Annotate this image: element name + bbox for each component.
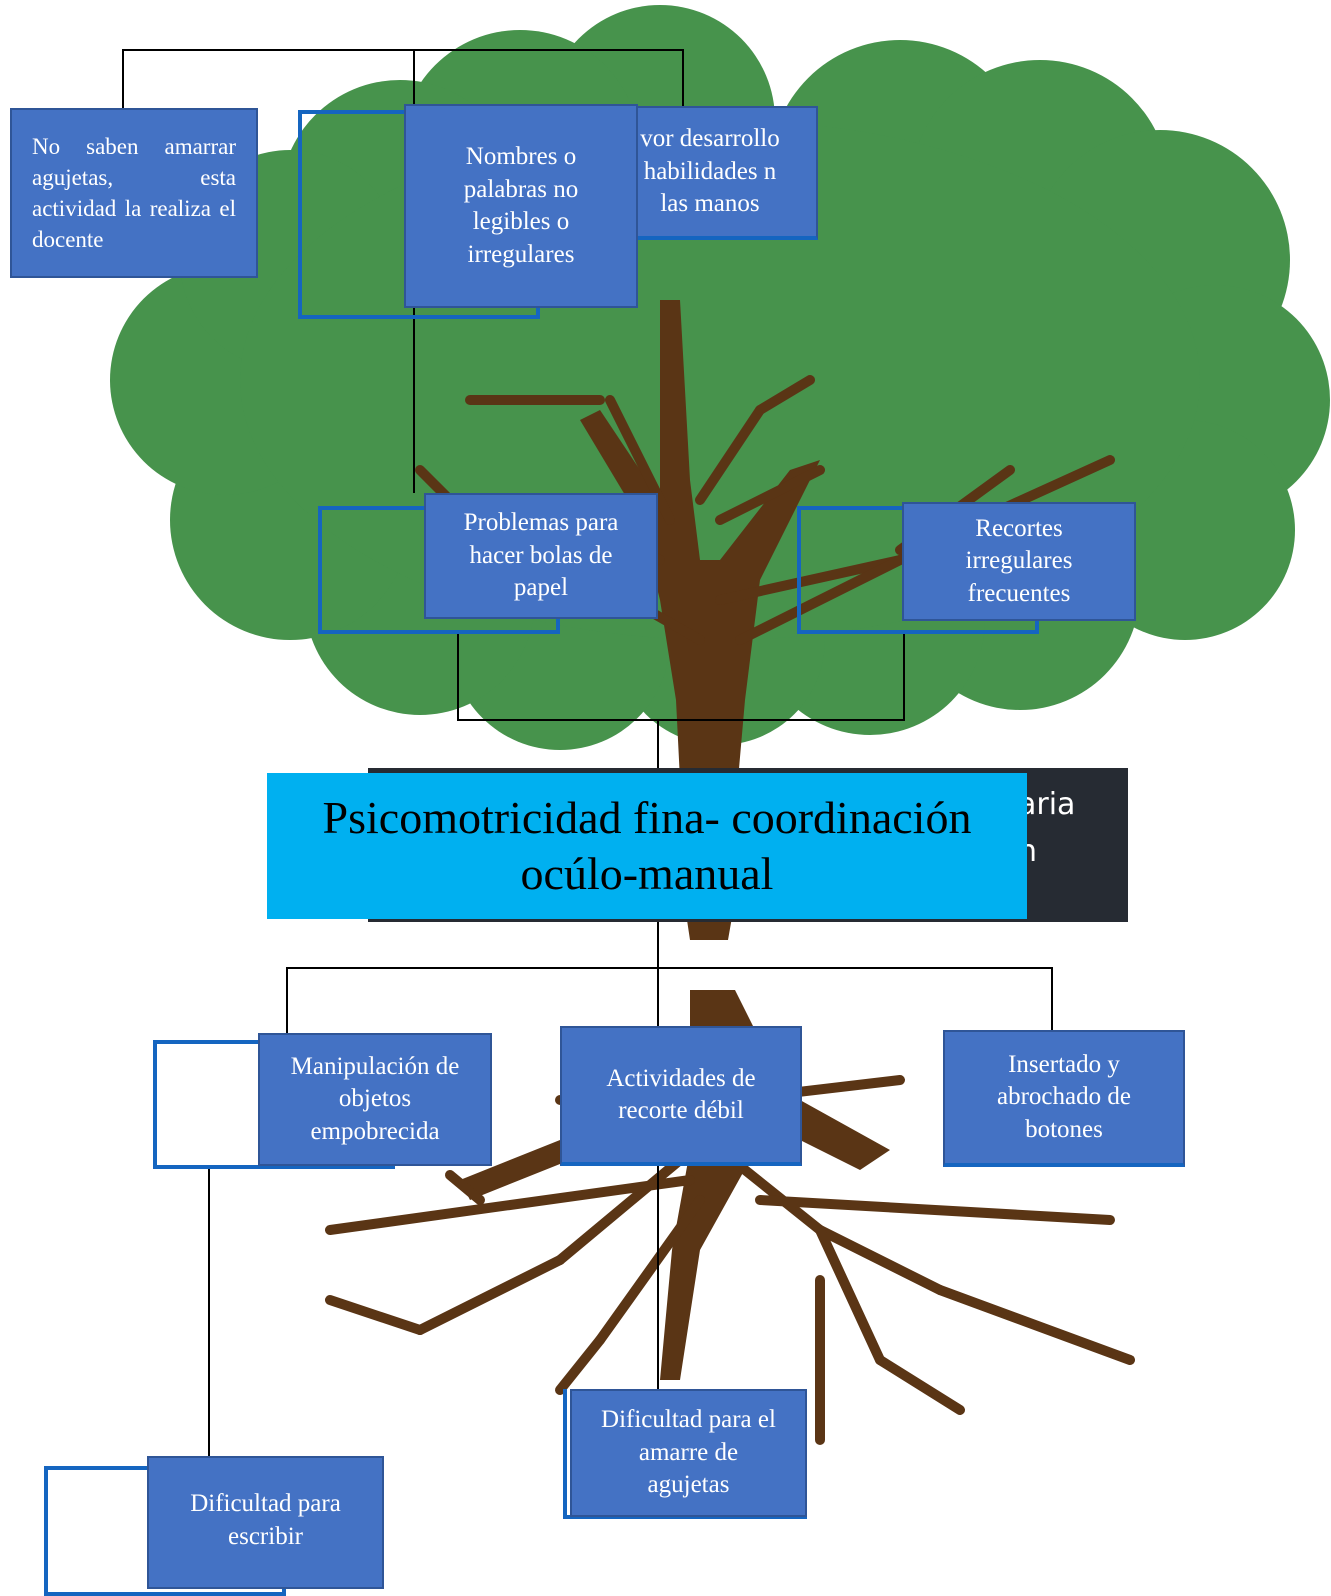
effect-box-problemas-bolas-papel: Problemas para hacer bolas de papel [424, 493, 658, 619]
effect-box-recortes-irregulares: Recortes irregulares frecuentes [902, 502, 1136, 621]
branch-line [815, 1225, 885, 1365]
effect-text: Recortes irregulares frecuentes [965, 514, 1073, 607]
effect-text: Nombres o palabras no legibles o irregul… [463, 143, 579, 268]
cause-text: Dificultad para escribir [190, 1490, 341, 1550]
branch-line [555, 1335, 605, 1395]
box-shadow-edge [563, 1515, 807, 1519]
cause-text: Dificultad para el amarre de agujetas [601, 1406, 776, 1499]
cause-text: Actividades de recorte débil [606, 1064, 756, 1125]
branch-line [695, 405, 765, 505]
branch-line [325, 1295, 425, 1335]
effect-text: No saben amarrar agujetas, esta activida… [32, 133, 236, 253]
branch-line [875, 1355, 965, 1415]
central-problem-text: Psicomotricidad fina- coordinación ocúlo… [322, 791, 972, 899]
branch-line [605, 395, 675, 525]
branch-line [555, 1155, 685, 1265]
branch-line [595, 1195, 705, 1345]
cause-text: Manipulación de objetos empobrecida [290, 1052, 460, 1145]
connector-lines [122, 49, 1053, 1456]
cause-box-insertado-botones: Insertado y abrochado de botones [943, 1030, 1185, 1167]
branch-line [755, 375, 815, 415]
branch-line [415, 1255, 565, 1335]
effect-box-nombres-no-legibles: Nombres o palabras no legibles o irregul… [404, 104, 638, 308]
branch-line [445, 1170, 485, 1205]
cause-box-manipulacion-objetos: Manipulación de objetos empobrecida [258, 1033, 492, 1166]
cause-box-amarre-agujetas: Dificultad para el amarre de agujetas [570, 1389, 807, 1517]
branch-line [715, 465, 825, 525]
central-problem-box: Psicomotricidad fina- coordinación ocúlo… [267, 773, 1027, 919]
effect-text: vor desarrollo habilidades n las manos [640, 125, 780, 218]
branch-line [995, 455, 1115, 515]
branch-line [935, 1285, 1135, 1365]
effect-box-no-saben-amarrar: No saben amarrar agujetas, esta activida… [10, 108, 258, 278]
cause-box-dificultad-escribir: Dificultad para escribir [147, 1456, 384, 1589]
cause-box-actividades-recorte: Actividades de recorte débil [560, 1026, 802, 1166]
branch-line [325, 1175, 695, 1235]
box-shadow-edge [563, 1389, 567, 1519]
branch-line [715, 555, 905, 605]
branch-line [755, 1195, 1115, 1225]
branch-line [815, 1225, 945, 1295]
effect-text: Problemas para hacer bolas de papel [463, 509, 619, 602]
cause-text: Insertado y abrochado de botones [997, 1050, 1131, 1143]
